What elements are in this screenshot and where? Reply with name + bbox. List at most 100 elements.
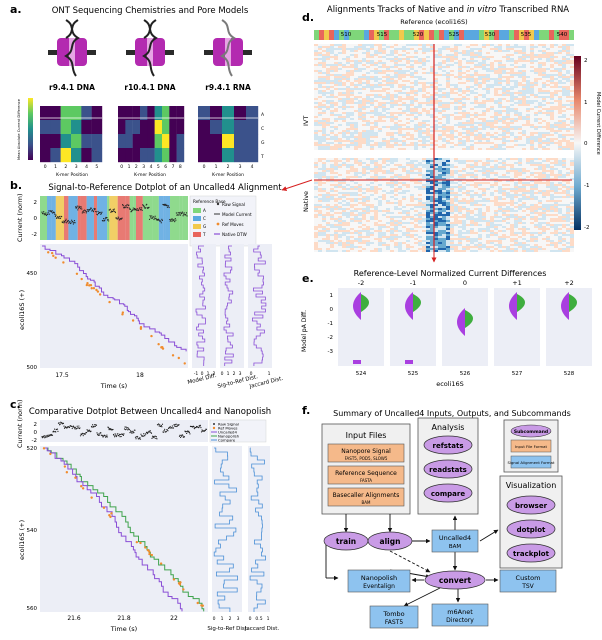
heatmap-cell <box>474 102 478 104</box>
heatmap-cell <box>454 138 458 140</box>
heatmap-cell <box>526 168 530 170</box>
heatmap-cell <box>386 90 390 92</box>
heatmap-cell <box>318 130 322 132</box>
reference-base-cell <box>449 30 454 40</box>
heatmap-cell <box>490 130 494 132</box>
heatmap-cell <box>538 130 542 132</box>
heatmap-cell <box>474 164 478 166</box>
heatmap-cell <box>522 100 526 102</box>
heatmap-cell <box>418 142 422 144</box>
heatmap-cell <box>346 124 350 126</box>
heatmap-cell <box>410 142 414 144</box>
heatmap-cell <box>132 120 141 135</box>
heatmap-cell <box>338 76 342 78</box>
heatmap-cell <box>426 118 430 120</box>
heatmap-cell <box>334 100 338 102</box>
raw-signal-dot <box>44 212 46 215</box>
heatmap-cell <box>434 168 438 170</box>
heatmap-cell <box>502 82 506 84</box>
heatmap-cell <box>422 168 426 170</box>
heatmap-cell <box>330 144 334 146</box>
heatmap-cell <box>334 54 338 56</box>
heatmap-cell <box>438 76 442 78</box>
heatmap-cell <box>470 134 474 136</box>
heatmap-cell <box>342 64 346 66</box>
heatmap-cell <box>550 48 554 50</box>
heatmap-cell <box>378 72 382 74</box>
raw-signal-dot <box>41 436 43 438</box>
heatmap-cell <box>474 118 478 120</box>
heatmap-cell <box>354 48 358 50</box>
heatmap-cell <box>446 128 450 130</box>
heatmap-cell <box>406 176 410 178</box>
heatmap-cell <box>518 110 522 112</box>
heatmap-cell <box>378 114 382 116</box>
heatmap-cell <box>370 90 374 92</box>
heatmap-cell <box>474 146 478 148</box>
heatmap-cell <box>510 70 514 72</box>
heatmap-cell <box>478 158 482 160</box>
raw-signal-dot <box>170 219 172 221</box>
raw-signal-dot <box>205 428 208 430</box>
heatmap-cell <box>394 80 398 82</box>
heatmap-cell <box>498 62 502 64</box>
heatmap-cell <box>350 130 354 132</box>
heatmap-cell <box>362 170 366 172</box>
heatmap-cell <box>362 142 366 144</box>
heatmap-cell <box>478 58 482 60</box>
heatmap-cell <box>346 64 350 66</box>
heatmap-cell <box>486 128 490 130</box>
heatmap-cell <box>358 132 362 134</box>
heatmap-cell <box>422 144 426 146</box>
heatmap-cell <box>398 52 402 54</box>
heatmap-cell <box>430 138 434 140</box>
heatmap-cell <box>454 106 458 108</box>
heatmap-cell <box>506 134 510 136</box>
heatmap-cell <box>358 136 362 138</box>
heatmap-cell <box>454 174 458 176</box>
raw-signal-dot <box>149 430 151 432</box>
heatmap-cell <box>554 46 558 48</box>
heatmap-cell <box>430 52 434 54</box>
heatmap-cell <box>354 120 358 122</box>
heatmap-cell <box>502 76 506 78</box>
heatmap-cell <box>350 106 354 108</box>
heatmap-cell <box>362 158 366 160</box>
heatmap-cell <box>442 92 446 94</box>
heatmap-cell <box>526 126 530 128</box>
heatmap-cell <box>382 146 386 148</box>
heatmap-cell <box>506 138 510 140</box>
heatmap-cell <box>410 174 414 176</box>
heatmap-cell <box>326 86 330 88</box>
heatmap-cell <box>422 100 426 102</box>
raw-signal-dot <box>57 217 59 219</box>
heatmap-cell <box>502 50 506 52</box>
heatmap-cell <box>374 136 378 138</box>
raw-signal-dot <box>81 212 83 214</box>
heatmap-cell <box>346 60 350 62</box>
heatmap-cell <box>554 122 558 124</box>
heatmap-cell <box>474 104 478 106</box>
heatmap-cell <box>398 162 402 164</box>
xtick-c-2: 22 <box>170 615 178 622</box>
raw-signal-dot <box>114 211 116 214</box>
heatmap-cell <box>326 62 330 64</box>
heatmap-cell <box>454 160 458 162</box>
heatmap-cell <box>382 102 386 104</box>
heatmap-cell <box>370 140 374 142</box>
raw-signal-dot <box>149 431 151 433</box>
heatmap-cell <box>326 176 330 178</box>
heatmap-cell <box>502 164 506 166</box>
heatmap-cell <box>514 146 518 148</box>
raw-signal-dot <box>150 217 152 219</box>
heatmap-cell <box>246 120 259 135</box>
heatmap-cell <box>546 78 550 80</box>
heatmap-cell <box>566 96 570 98</box>
heatmap-cell <box>358 124 362 126</box>
heatmap-cell <box>378 104 382 106</box>
heatmap-cell <box>474 130 478 132</box>
heatmap-cell <box>362 78 366 80</box>
heatmap-cell <box>398 168 402 170</box>
raw-signal-dot <box>149 215 151 217</box>
heatmap-cell <box>358 104 362 106</box>
